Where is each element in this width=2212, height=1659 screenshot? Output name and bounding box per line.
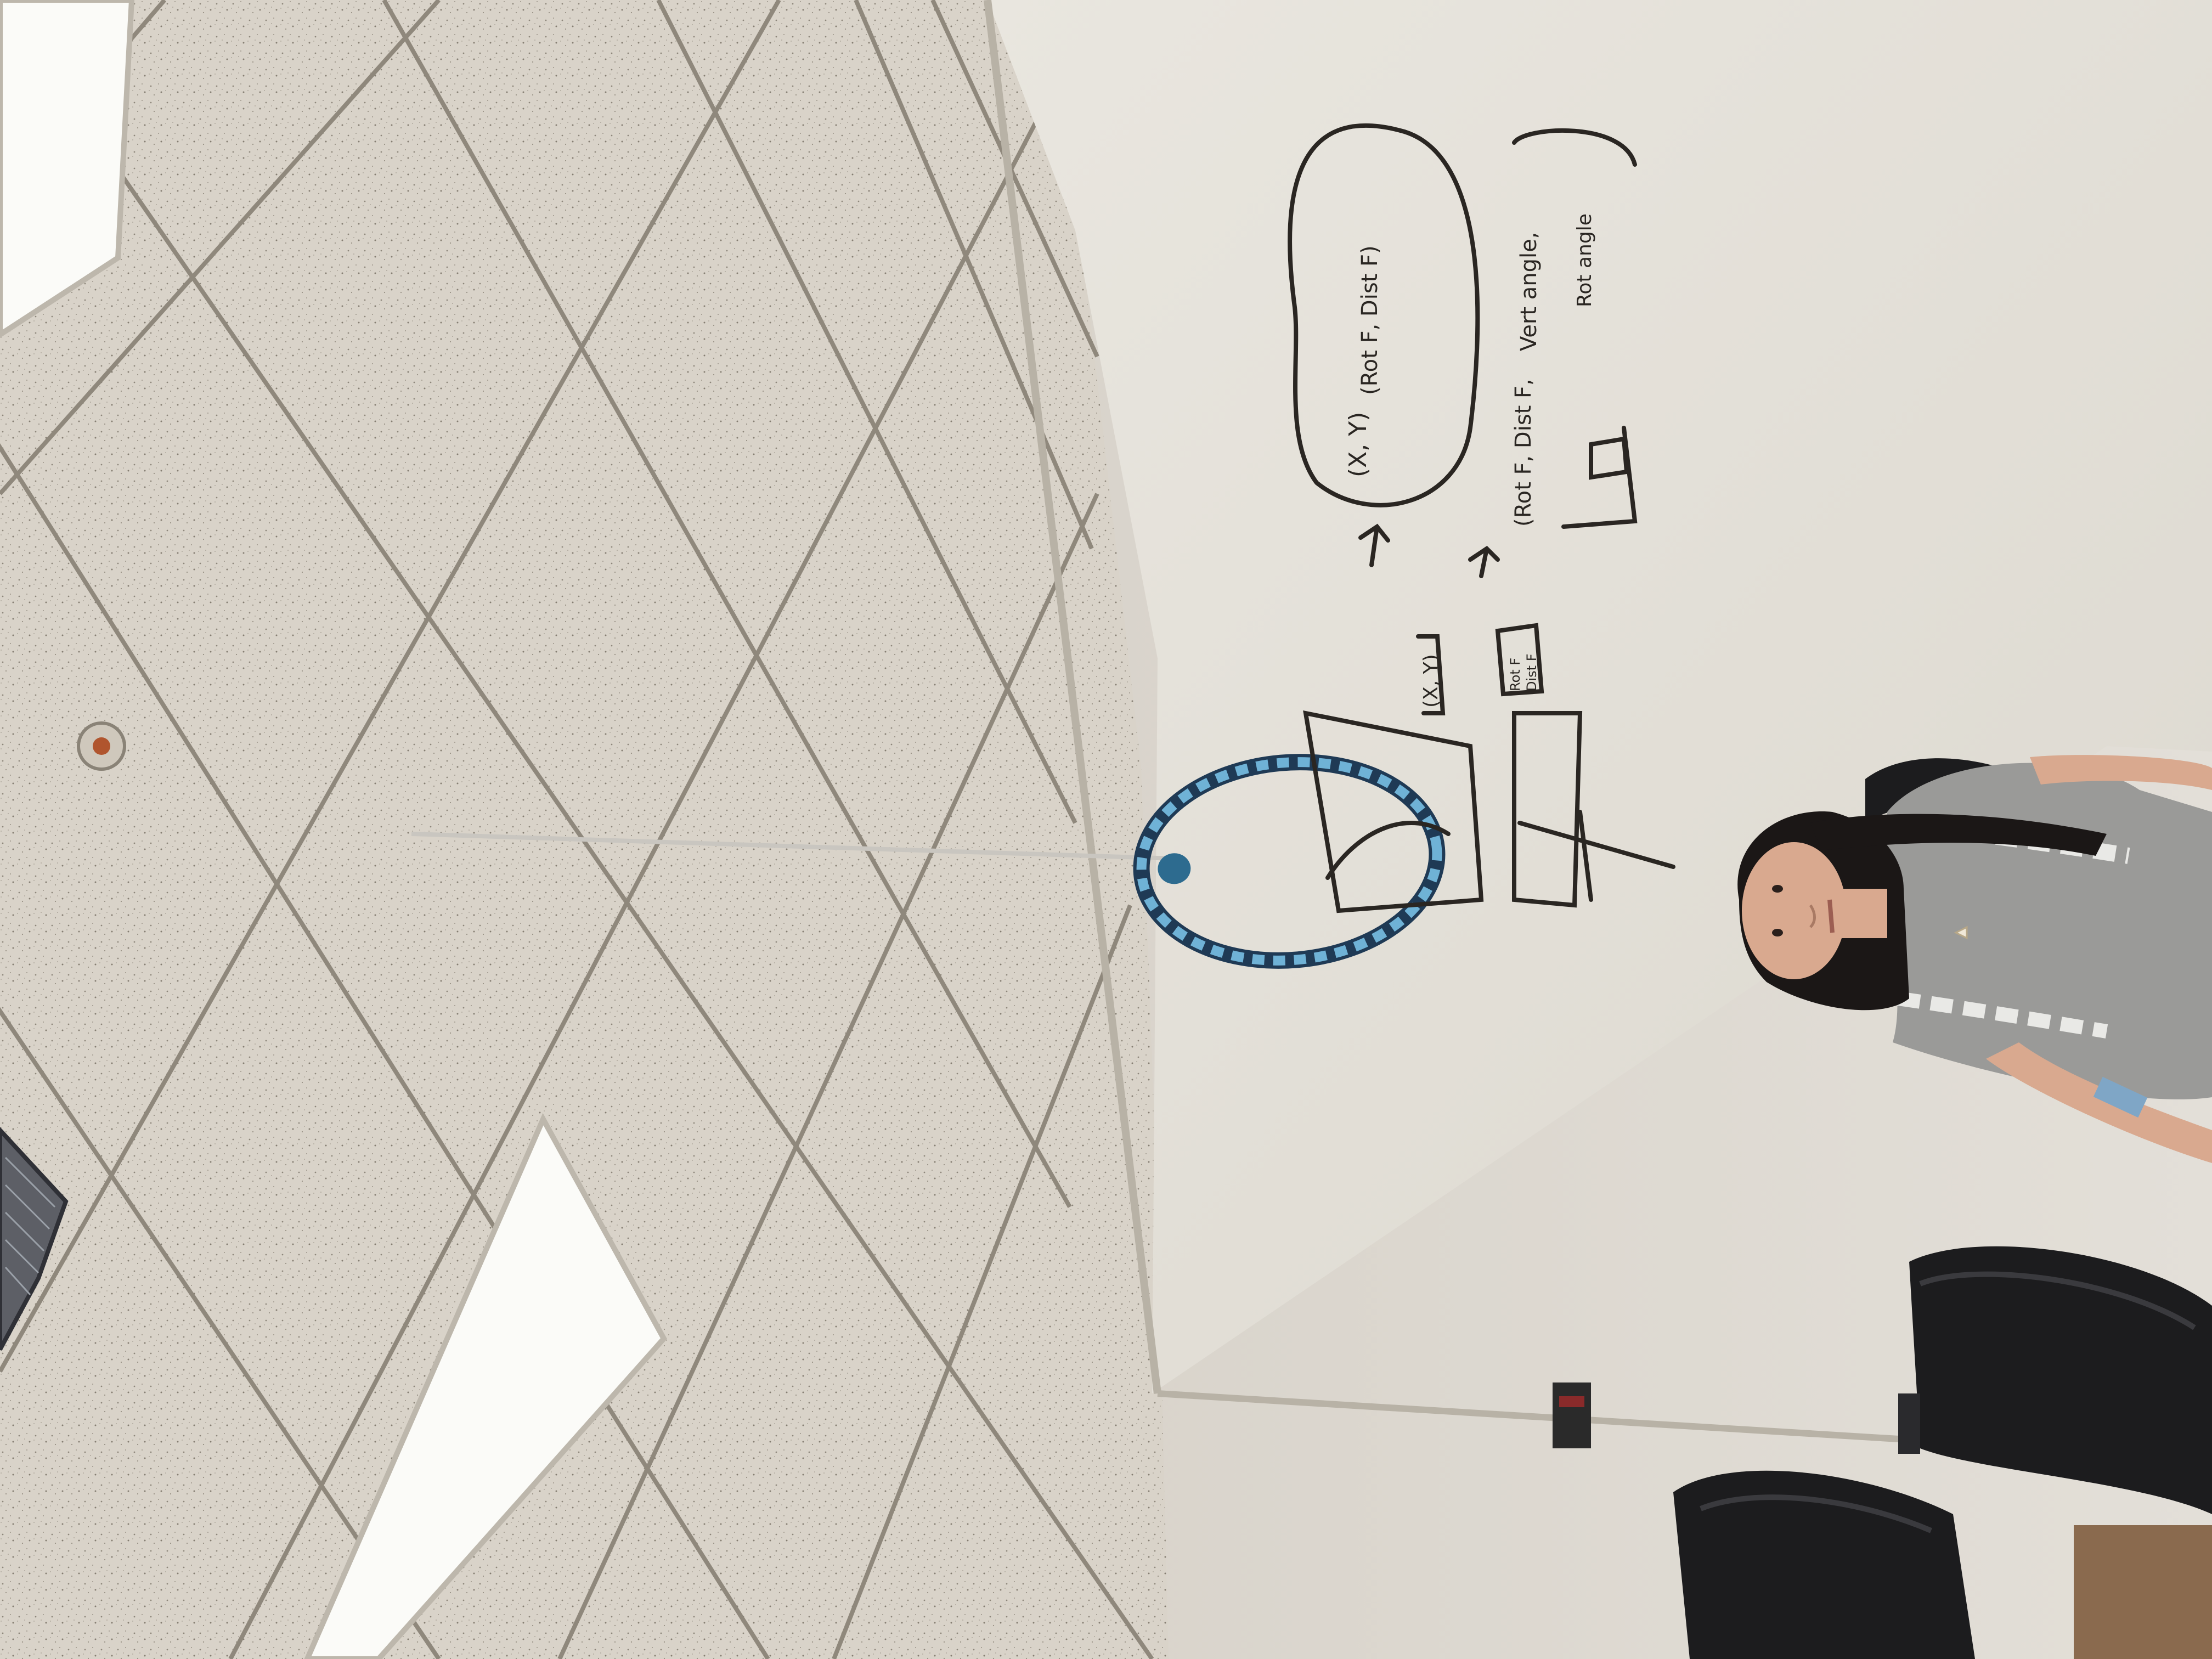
ceiling (0, 0, 1169, 1659)
table-edge (2074, 1525, 2212, 1659)
sprinkler-icon (77, 721, 126, 771)
note-rotf-list: (Rot F, Dist F, (1511, 379, 1536, 527)
ceiling-grid (0, 0, 1154, 1659)
note-xy-top: (X, Y) (1344, 412, 1372, 477)
office-chair-right (1898, 1246, 2212, 1514)
hoop-cable (411, 832, 1175, 861)
wall-sensor (1553, 1383, 1591, 1448)
air-vent-icon (0, 1127, 69, 1351)
note-rot-f-small: Rot F (1508, 658, 1523, 691)
ceiling-light-bottom (304, 1113, 668, 1659)
whiteboard-drawings (1288, 123, 1675, 913)
note-dist-f-small: Dist F (1524, 654, 1539, 692)
person (1737, 755, 2212, 1163)
whiteboard-edge (984, 0, 1161, 1394)
note-rot-angle: Rot angle (1573, 213, 1596, 307)
note-rotf-distf-top: (Rot F, Dist F) (1357, 245, 1383, 395)
ceiling-light-top-left (0, 0, 135, 338)
office-chair-bottom (1673, 1470, 1975, 1659)
aerial-hoop-icon (1133, 754, 1446, 969)
note-xy-small: (X, Y) (1420, 654, 1442, 708)
note-vert-angle: Vert angle, (1516, 232, 1542, 351)
